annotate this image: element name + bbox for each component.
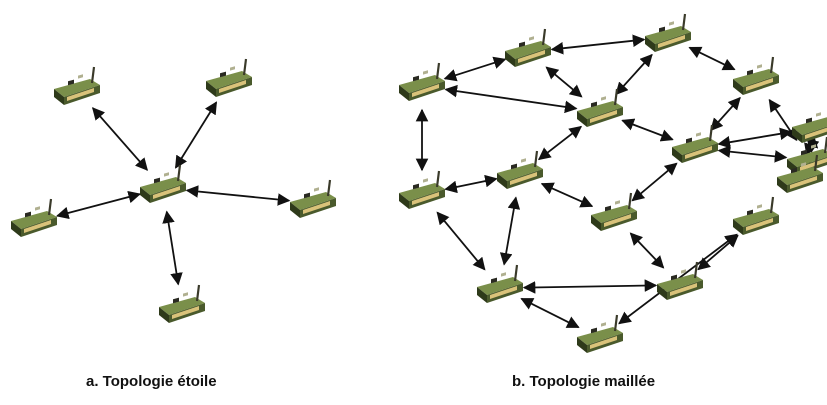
link-arrow-mesh-n3-n5 [615, 53, 653, 96]
sensor-node-icon-mesh-n8 [397, 169, 447, 211]
sensor-node-icon-mesh-n14 [731, 195, 781, 237]
link-arrow-mesh-n8-n9 [444, 174, 498, 194]
link-arrow-star-center-bottom [162, 210, 183, 286]
link-arrow-mesh-n6-n15 [717, 127, 793, 149]
link-arrow-mesh-n5-n6 [621, 118, 674, 142]
link-arrow-mesh-n10-n13 [629, 232, 665, 269]
sensor-node-icon-star-left [9, 197, 59, 239]
sensor-node-icon-mesh-n11 [475, 263, 525, 305]
link-arrow-star-center-left [55, 190, 142, 220]
link-arrow-mesh-n13-n14 [697, 234, 739, 271]
star-topology-caption: a. Topologie étoile [86, 373, 217, 390]
nodes-layer [9, 12, 827, 355]
sensor-node-icon-mesh-n9 [495, 149, 545, 191]
link-arrow-mesh-n5-n9 [537, 125, 583, 161]
link-arrow-mesh-n9-n10 [540, 182, 594, 208]
link-arrow-mesh-n1-n5 [444, 84, 578, 114]
sensor-node-icon-mesh-n10 [589, 191, 639, 233]
sensor-node-icon-star-center [138, 163, 188, 205]
sensor-node-icon-mesh-n3 [643, 12, 693, 54]
sensor-node-icon-star-top-left [52, 65, 102, 107]
link-arrow-mesh-n3-n4 [688, 46, 736, 71]
link-arrow-mesh-n11-n13 [522, 279, 658, 294]
link-arrow-star-center-top-right [174, 101, 218, 169]
sensor-node-icon-mesh-n13 [655, 260, 705, 302]
sensor-node-icon-mesh-n1 [397, 61, 447, 103]
sensor-node-icon-mesh-n12 [575, 313, 625, 355]
link-arrow-mesh-n6-n10 [631, 162, 678, 202]
sensor-node-icon-mesh-n4 [731, 55, 781, 97]
link-arrow-mesh-n8-n11 [436, 211, 486, 271]
sensor-node-icon-mesh-n15 [790, 103, 827, 145]
sensor-node-icon-mesh-n6 [670, 123, 720, 165]
link-arrow-star-center-right [185, 185, 291, 206]
link-arrow-mesh-n11-n12 [520, 297, 580, 329]
sensor-node-icon-mesh-n2 [503, 27, 553, 69]
link-arrow-mesh-n6-n7 [717, 145, 788, 163]
sensor-node-icon-star-top-right [204, 57, 254, 99]
link-arrow-mesh-n9-n11 [499, 196, 521, 266]
mesh-topology-caption: b. Topologie maillée [512, 373, 656, 390]
link-arrow-mesh-n1-n2 [443, 56, 507, 82]
sensor-node-icon-star-right [288, 178, 338, 220]
link-arrow-mesh-n2-n5 [545, 66, 583, 98]
link-arrow-mesh-n4-n6 [710, 96, 741, 132]
sensor-node-icon-mesh-n5 [575, 87, 625, 129]
sensor-node-icon-star-bottom [157, 283, 207, 325]
link-arrow-mesh-n2-n3 [550, 34, 646, 55]
link-arrow-star-center-top-left [91, 107, 149, 171]
